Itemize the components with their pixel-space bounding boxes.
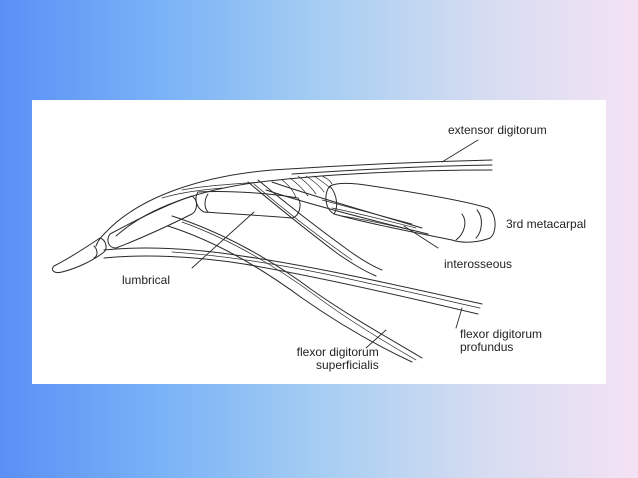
leader-lines	[191, 139, 479, 349]
distal-phalanx	[51, 237, 107, 273]
leader-lumbrical	[191, 211, 255, 269]
extensor-expansion-fibers	[281, 175, 333, 199]
diagram-panel: extensor digitorum 3rd metacarpal intero…	[32, 100, 606, 384]
label-3rd-metacarpal: 3rd metacarpal	[506, 217, 587, 231]
middle-phalanx	[107, 195, 197, 249]
lumbrical-muscle	[247, 179, 383, 277]
flexor-digitorum-superficialis	[167, 215, 423, 363]
finger-anatomy-drawing	[51, 139, 496, 363]
flexor-digitorum-profundus	[103, 247, 483, 315]
label-fds-line2: superficialis	[316, 358, 379, 372]
label-interosseous: interosseous	[444, 257, 513, 271]
label-flexor-digitorum-superficialis: flexor digitorum superficialis	[296, 346, 379, 372]
label-extensor-digitorum: extensor digitorum	[448, 123, 547, 137]
leader-interosseous	[403, 225, 439, 249]
label-lumbrical: lumbrical	[122, 273, 171, 287]
label-fdp-line1: flexor digitorum	[460, 327, 543, 341]
interosseous-muscle	[265, 181, 429, 235]
label-flexor-digitorum-profundus: flexor digitorum profundus	[460, 328, 542, 354]
leader-fdp	[455, 307, 463, 329]
leader-extensor	[441, 139, 479, 163]
label-fdp-line2: profundus	[460, 340, 514, 354]
metacarpal-bone	[325, 182, 496, 243]
extensor-tendon	[95, 159, 493, 247]
label-fds-line1: flexor digitorum	[296, 345, 379, 359]
leader-fds	[365, 329, 387, 349]
